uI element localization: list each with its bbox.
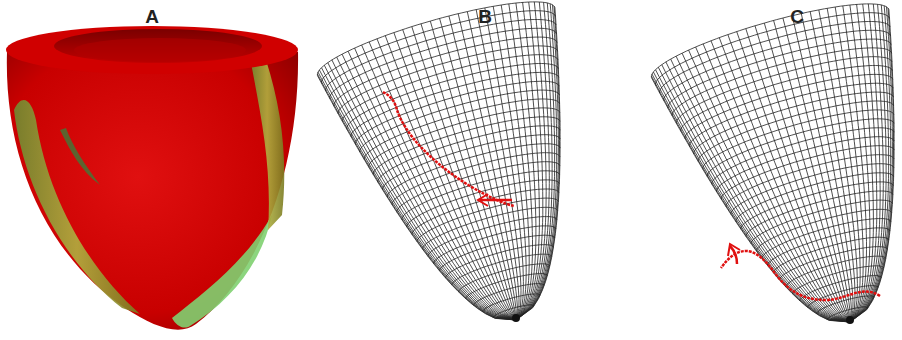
mesh-line	[516, 3, 555, 320]
mesh-line	[516, 2, 539, 320]
mesh-line	[516, 2, 546, 320]
wireframe-mesh	[651, 4, 894, 324]
wave-path	[721, 244, 880, 300]
mesh-line	[407, 180, 559, 227]
mesh-line	[721, 146, 894, 200]
mesh-line	[801, 14, 853, 322]
mesh-line	[676, 57, 892, 124]
mesh-line	[369, 42, 516, 320]
mesh-line	[792, 16, 851, 322]
mesh-line	[737, 32, 850, 322]
mesh-line	[850, 7, 892, 322]
mesh-line	[317, 74, 516, 320]
mesh-line	[827, 8, 860, 322]
mesh-line	[850, 4, 873, 322]
mesh-line	[476, 10, 521, 320]
mesh-line	[652, 74, 850, 322]
mesh-line	[347, 64, 559, 130]
mesh-line	[317, 2, 555, 76]
mesh-line	[741, 182, 893, 229]
mesh-line	[757, 209, 892, 251]
mesh-line	[423, 207, 558, 249]
wave-path	[383, 92, 514, 206]
panel-label: A	[145, 7, 159, 26]
mesh-line	[493, 6, 526, 320]
mesh-line	[696, 47, 850, 322]
panel-label: B	[478, 7, 492, 26]
mesh-line	[412, 189, 559, 235]
mesh-line	[685, 74, 893, 138]
mesh-line	[403, 30, 516, 320]
mesh-line	[651, 76, 850, 322]
mesh-line	[509, 4, 533, 320]
mesh-line	[651, 4, 889, 78]
panel-label: C	[790, 7, 804, 26]
mesh-line	[421, 24, 516, 320]
mesh-line	[362, 45, 516, 320]
heart-model	[6, 26, 298, 330]
mesh-line	[516, 2, 549, 320]
mesh-line	[516, 6, 560, 320]
mesh-line	[516, 4, 557, 320]
mesh-line	[850, 6, 891, 322]
mesh-line	[318, 72, 516, 320]
mesh-line	[342, 55, 558, 122]
apex-dot	[846, 316, 854, 324]
mesh-line	[843, 6, 867, 322]
mesh-line	[850, 5, 889, 322]
mesh-line	[387, 144, 560, 198]
mesh-line	[351, 72, 559, 136]
mesh-line	[850, 10, 894, 322]
wireframe-mesh	[317, 2, 560, 322]
mesh-line	[850, 8, 894, 322]
mesh-line	[516, 8, 560, 320]
mesh-line	[850, 4, 883, 322]
mesh-line	[516, 3, 536, 320]
mesh-line	[850, 5, 870, 322]
mesh-line	[332, 60, 516, 320]
mesh-line	[458, 14, 517, 320]
mesh-line	[681, 66, 893, 132]
mesh-line	[850, 4, 880, 322]
mesh-line	[440, 19, 516, 321]
mesh-line	[318, 76, 517, 320]
mesh-line	[338, 46, 557, 114]
mesh-line	[703, 44, 850, 322]
mesh-line	[746, 191, 893, 237]
mesh-line	[467, 12, 519, 320]
mesh-line	[755, 26, 850, 322]
mesh-line	[516, 5, 558, 320]
mesh-line	[774, 21, 850, 323]
mesh-line	[810, 12, 855, 322]
mesh-line	[652, 78, 851, 322]
apex-dot	[512, 314, 520, 322]
mesh-line	[666, 62, 850, 322]
mesh-line	[672, 48, 891, 116]
